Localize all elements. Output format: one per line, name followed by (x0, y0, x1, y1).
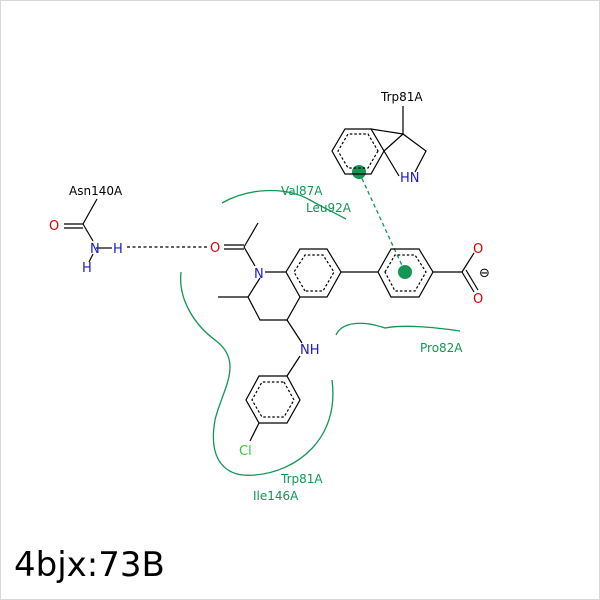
residue-labels: Trp81A Asn140A Val87A Leu92A Pro82A Trp8… (69, 90, 463, 503)
acyl-methyl-bond (243, 222, 259, 248)
label-trp81a-top: Trp81A (380, 90, 423, 104)
hydrophobic-arc-trp81-ile146 (180, 271, 334, 476)
atom-asn-n: N (90, 242, 100, 257)
trp-ring-five (370, 128, 427, 173)
chlorophenyl-inner (251, 381, 295, 418)
asn-cn-bond (82, 223, 94, 242)
asn-nh2-bond (88, 253, 94, 263)
trp-hn-bond (383, 150, 400, 177)
atom-acyl-o: O (210, 241, 220, 256)
hydrophobic-contacts (180, 189, 461, 476)
pi-centroid-trp (352, 165, 366, 179)
nh-aryl-bond (286, 355, 301, 377)
atom-chlorine: Cl (239, 444, 252, 459)
fused-aromatic-inner (293, 254, 335, 292)
atom-labels: HN O N H H O N NH Cl O O ⊖ (49, 171, 490, 459)
bonds (64, 106, 479, 442)
atom-ring-n: N (254, 267, 264, 282)
carboxylate-o-bottom-bond (461, 271, 475, 293)
atom-amine-nh: NH (300, 343, 320, 358)
atom-trp-hn: HN (400, 171, 420, 186)
diagram-id-label: 4bjx:73B (14, 545, 165, 585)
chlorophenyl-ring (245, 375, 301, 424)
atom-carboxylate-o-top: O (473, 242, 483, 257)
atom-hbond-h: H (113, 242, 123, 257)
label-ile146a: Ile146A (253, 489, 299, 503)
label-val87a: Val87A (281, 184, 323, 198)
asn-bond-a (82, 198, 98, 225)
pi-stacking-line (358, 171, 406, 273)
fused-aromatic-ring (285, 248, 342, 298)
carboxylate-o-top-bond (461, 252, 475, 273)
acyl-n-bond (243, 246, 256, 267)
label-asn140a: Asn140A (69, 184, 123, 198)
hydrophobic-arc-val87-leu92 (221, 189, 347, 220)
atom-carboxylate-o-bottom: O (473, 292, 483, 307)
benzoate-inner (384, 254, 427, 292)
pi-centroid-ligand (398, 265, 412, 279)
trp-ring-six-inner (337, 133, 379, 169)
label-trp81a-bottom: Trp81A (280, 472, 323, 486)
thq-nh-bond (286, 319, 303, 344)
carboxylate-o-bottom-double (465, 269, 479, 291)
atom-charge: ⊖ (479, 266, 490, 281)
atom-asn-h: H (82, 261, 92, 276)
aryl-cl-bond (249, 422, 260, 442)
atom-asn-o: O (49, 219, 59, 234)
label-pro82a: Pro82A (420, 341, 463, 355)
thq-saturated-ring (247, 271, 301, 321)
hydrophobic-arc-pro82 (335, 322, 461, 336)
label-leu92a: Leu92A (306, 201, 352, 215)
